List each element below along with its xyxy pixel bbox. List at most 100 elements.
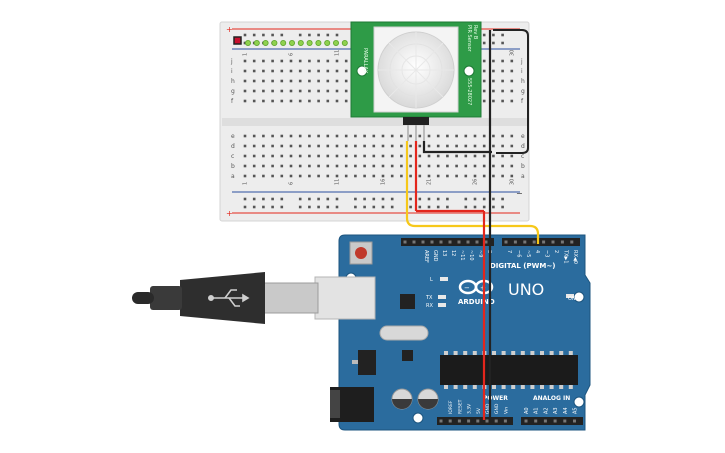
led-rx-label: RX xyxy=(426,303,433,309)
terminal-hole xyxy=(335,164,339,168)
rail-hole xyxy=(326,33,330,37)
terminal-hole xyxy=(335,134,339,138)
black-ground-wire[interactable] xyxy=(422,30,492,420)
chip-pin xyxy=(444,385,448,389)
power-pin-label: RESET xyxy=(457,399,463,414)
row-letter: c xyxy=(521,153,524,160)
terminal-hole xyxy=(400,134,403,138)
terminal-hole xyxy=(482,134,486,138)
terminal-hole xyxy=(482,174,486,178)
rail-hole xyxy=(252,33,256,37)
header-pin xyxy=(542,240,546,244)
terminal-hole xyxy=(482,79,486,83)
reset-button-cap[interactable] xyxy=(355,247,367,259)
terminal-hole xyxy=(492,59,495,63)
digital-header-left xyxy=(401,238,494,246)
header-pin xyxy=(524,419,528,423)
terminal-hole xyxy=(492,134,495,138)
terminal-hole xyxy=(289,134,293,138)
analog-pin-label: A3 xyxy=(553,407,559,414)
chip-pin xyxy=(559,385,564,389)
terminal-hole xyxy=(400,144,403,148)
terminal-hole xyxy=(243,154,247,158)
chip-pin xyxy=(568,385,573,389)
column-number: 6 xyxy=(289,182,295,185)
terminal-hole xyxy=(510,69,514,73)
terminal-hole xyxy=(317,59,320,63)
terminal-hole xyxy=(510,164,514,168)
header-pin xyxy=(553,419,557,423)
chip-pin xyxy=(549,385,554,389)
terminal-hole xyxy=(271,89,274,93)
analog-header xyxy=(521,417,583,425)
digital-pin-label: AREF xyxy=(423,250,429,263)
rail-hole xyxy=(482,197,486,201)
terminal-hole xyxy=(381,174,385,178)
rail-hole xyxy=(243,33,247,37)
pir-label-2: Rev B xyxy=(472,25,478,40)
terminal-hole xyxy=(372,134,376,138)
terminal-hole xyxy=(289,59,293,63)
yellow-signal-wire[interactable] xyxy=(405,141,540,244)
chip-pin xyxy=(540,385,544,389)
terminal-hole xyxy=(446,174,449,178)
terminal-hole xyxy=(243,59,247,63)
terminal-hole xyxy=(243,134,247,138)
terminal-hole xyxy=(344,144,348,148)
terminal-hole xyxy=(510,174,514,178)
rail-hole xyxy=(298,197,302,201)
terminal-hole xyxy=(354,144,357,148)
header-pin xyxy=(457,240,461,244)
rail-hole xyxy=(390,197,394,201)
terminal-hole xyxy=(308,59,311,63)
row-letter: b xyxy=(521,163,525,170)
red-power-wire[interactable] xyxy=(414,141,486,420)
terminal-hole xyxy=(298,59,302,63)
rail-hole xyxy=(280,33,284,37)
terminal-hole xyxy=(298,99,302,103)
rail-hole xyxy=(243,197,247,201)
terminal-hole xyxy=(492,164,495,168)
terminal-hole xyxy=(289,154,293,158)
header-pin xyxy=(476,419,480,423)
row-letter: i xyxy=(231,68,233,75)
chip-pin xyxy=(540,351,544,355)
terminal-hole xyxy=(501,144,504,148)
terminal-hole xyxy=(262,174,265,178)
black-rail-wire[interactable] xyxy=(493,29,529,154)
header-pin xyxy=(551,240,555,244)
rail-hole xyxy=(381,205,385,209)
digital-header-right xyxy=(502,238,580,246)
terminal-hole xyxy=(372,154,376,158)
chip-pin xyxy=(511,351,516,355)
terminal-hole xyxy=(308,69,311,73)
terminal-hole xyxy=(262,79,265,83)
terminal-hole xyxy=(335,89,339,93)
terminal-hole xyxy=(510,134,514,138)
terminal-hole xyxy=(436,154,440,158)
highlighted-hole xyxy=(271,40,278,47)
terminal-hole xyxy=(381,164,385,168)
led-l xyxy=(440,277,448,281)
terminal-hole xyxy=(289,99,293,103)
terminal-hole xyxy=(335,79,339,83)
terminal-hole xyxy=(492,79,495,83)
terminal-hole xyxy=(381,154,385,158)
arduino-model: UNO xyxy=(508,280,544,299)
power-pin-label: GND xyxy=(494,403,500,414)
terminal-hole xyxy=(344,164,348,168)
rail-hole xyxy=(308,33,311,37)
usb-cable[interactable] xyxy=(132,272,376,324)
pir-sensor[interactable]: PARALLAX PIR Sensor Rev B 555-28027 xyxy=(350,21,482,141)
rail-hole xyxy=(317,197,320,201)
terminal-hole xyxy=(308,164,311,168)
terminal-hole xyxy=(390,144,394,148)
highlighted-hole xyxy=(253,40,260,47)
rail-hole xyxy=(308,197,311,201)
terminal-hole xyxy=(271,174,274,178)
header-pin xyxy=(484,240,488,244)
rail-hole xyxy=(492,33,495,37)
rail-hole xyxy=(501,197,504,201)
rail-hole xyxy=(271,33,274,37)
